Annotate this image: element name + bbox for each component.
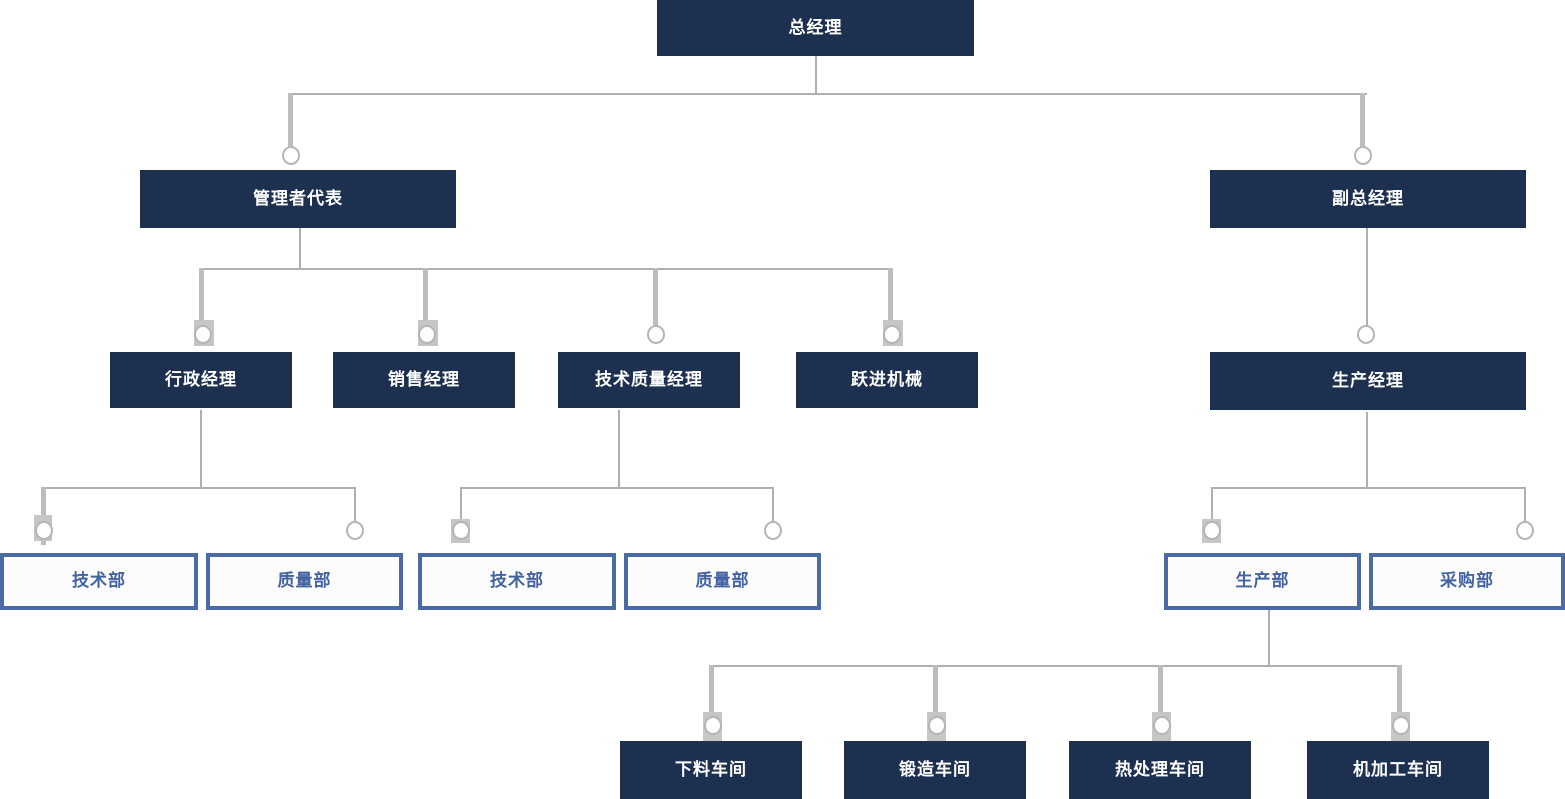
connector-drop-forging-workshop <box>933 665 938 725</box>
connector-admin-manager-stem <box>200 410 202 488</box>
connector-dot-cutting-workshop <box>704 716 722 735</box>
node-sales-manager-label: 销售经理 <box>388 369 460 389</box>
node-management-rep-label: 管理者代表 <box>253 188 343 208</box>
connector-dot-management-rep <box>282 146 300 165</box>
node-forging-workshop-label: 锻造车间 <box>899 759 971 779</box>
connector-drop-purchasing-dept <box>1524 487 1526 527</box>
connector-gm-bus <box>289 93 1367 95</box>
connector-production-dept-stem <box>1268 610 1270 666</box>
connector-drop-management-rep <box>288 93 293 155</box>
node-tech-quality-manager-label: 技术质量经理 <box>595 369 703 389</box>
connector-drop-tq-quality-dept <box>772 487 774 527</box>
connector-dot-sales-manager <box>418 325 436 344</box>
connector-production-manager-bus <box>1211 487 1524 489</box>
node-deputy-general-manager-label: 副总经理 <box>1332 188 1404 208</box>
node-admin-tech-dept[interactable]: 技术部 <box>0 553 198 610</box>
node-admin-quality-dept-label: 质量部 <box>277 571 332 591</box>
connector-dot-machining-workshop <box>1392 716 1410 735</box>
connector-drop-deputy-gm <box>1360 93 1365 155</box>
node-yuejin-machinery-label: 跃进机械 <box>851 369 923 389</box>
node-purchasing-dept[interactable]: 采购部 <box>1369 553 1565 610</box>
connector-dot-production-manager <box>1357 325 1375 344</box>
node-admin-tech-dept-label: 技术部 <box>72 571 126 591</box>
node-tq-quality-dept[interactable]: 质量部 <box>624 553 821 610</box>
connector-dot-admin-tech-dept <box>35 521 53 540</box>
connector-drop-sales-manager <box>423 268 428 338</box>
node-purchasing-dept-label: 采购部 <box>1440 571 1494 591</box>
node-machining-workshop[interactable]: 机加工车间 <box>1307 741 1489 799</box>
node-general-manager-label: 总经理 <box>788 17 843 37</box>
connector-dot-purchasing-dept <box>1516 521 1534 540</box>
connector-dot-deputy-gm <box>1354 146 1372 165</box>
node-admin-manager[interactable]: 行政经理 <box>110 352 292 408</box>
node-production-manager-label: 生产经理 <box>1332 370 1404 390</box>
connector-drop-production-dept <box>1211 487 1213 527</box>
connector-dot-admin-manager <box>194 325 212 344</box>
node-yuejin-machinery[interactable]: 跃进机械 <box>796 352 978 408</box>
node-tech-quality-manager[interactable]: 技术质量经理 <box>558 352 740 408</box>
connector-tech-quality-manager-stem <box>618 410 620 488</box>
node-production-dept-label: 生产部 <box>1235 571 1290 591</box>
connector-tech-quality-manager-bus <box>460 487 773 489</box>
connector-drop-tech-quality-manager <box>653 268 658 326</box>
connector-drop-machining-workshop <box>1397 665 1402 725</box>
connector-dot-tech-quality-manager <box>647 325 665 344</box>
connector-dot-tq-quality-dept <box>764 521 782 540</box>
node-production-manager[interactable]: 生产经理 <box>1210 352 1526 410</box>
connector-dot-tq-tech-dept <box>452 521 470 540</box>
node-sales-manager[interactable]: 销售经理 <box>333 352 515 408</box>
connector-dot-production-dept <box>1203 521 1221 540</box>
connector-management-rep-bus <box>200 268 892 270</box>
connector-management-rep-stem <box>299 228 301 269</box>
node-deputy-general-manager[interactable]: 副总经理 <box>1210 170 1526 228</box>
node-management-rep[interactable]: 管理者代表 <box>140 170 456 228</box>
node-cutting-workshop[interactable]: 下料车间 <box>620 741 802 799</box>
node-admin-manager-label: 行政经理 <box>165 369 237 389</box>
connector-production-dept-bus <box>712 665 1401 667</box>
node-tq-tech-dept[interactable]: 技术部 <box>418 553 616 610</box>
connector-dot-forging-workshop <box>928 716 946 735</box>
connector-drop-admin-quality-dept <box>354 487 356 527</box>
connector-drop-tq-tech-dept <box>460 487 462 527</box>
node-heat-treatment-workshop[interactable]: 热处理车间 <box>1069 741 1251 799</box>
connector-production-manager-stem <box>1366 412 1368 488</box>
connector-admin-manager-bus <box>42 487 355 489</box>
node-heat-treatment-workshop-label: 热处理车间 <box>1115 759 1205 779</box>
connector-drop-yuejin-machinery <box>888 268 893 338</box>
connector-drop-admin-manager <box>199 268 204 338</box>
connector-dot-yuejin-machinery <box>883 325 901 344</box>
node-general-manager[interactable]: 总经理 <box>657 0 974 56</box>
connector-drop-cutting-workshop <box>709 665 714 725</box>
node-tq-quality-dept-label: 质量部 <box>695 571 750 591</box>
node-cutting-workshop-label: 下料车间 <box>675 759 747 779</box>
node-forging-workshop[interactable]: 锻造车间 <box>844 741 1026 799</box>
connector-dot-admin-quality-dept <box>346 521 364 540</box>
node-machining-workshop-label: 机加工车间 <box>1353 759 1443 779</box>
connector-gm-stem <box>815 54 817 94</box>
connector-drop-heat-treatment-workshop <box>1158 665 1163 725</box>
connector-deputy-gm-stem <box>1366 228 1368 326</box>
node-tq-tech-dept-label: 技术部 <box>490 571 544 591</box>
node-production-dept[interactable]: 生产部 <box>1164 553 1361 610</box>
connector-dot-heat-treatment-workshop <box>1153 716 1171 735</box>
node-admin-quality-dept[interactable]: 质量部 <box>206 553 403 610</box>
